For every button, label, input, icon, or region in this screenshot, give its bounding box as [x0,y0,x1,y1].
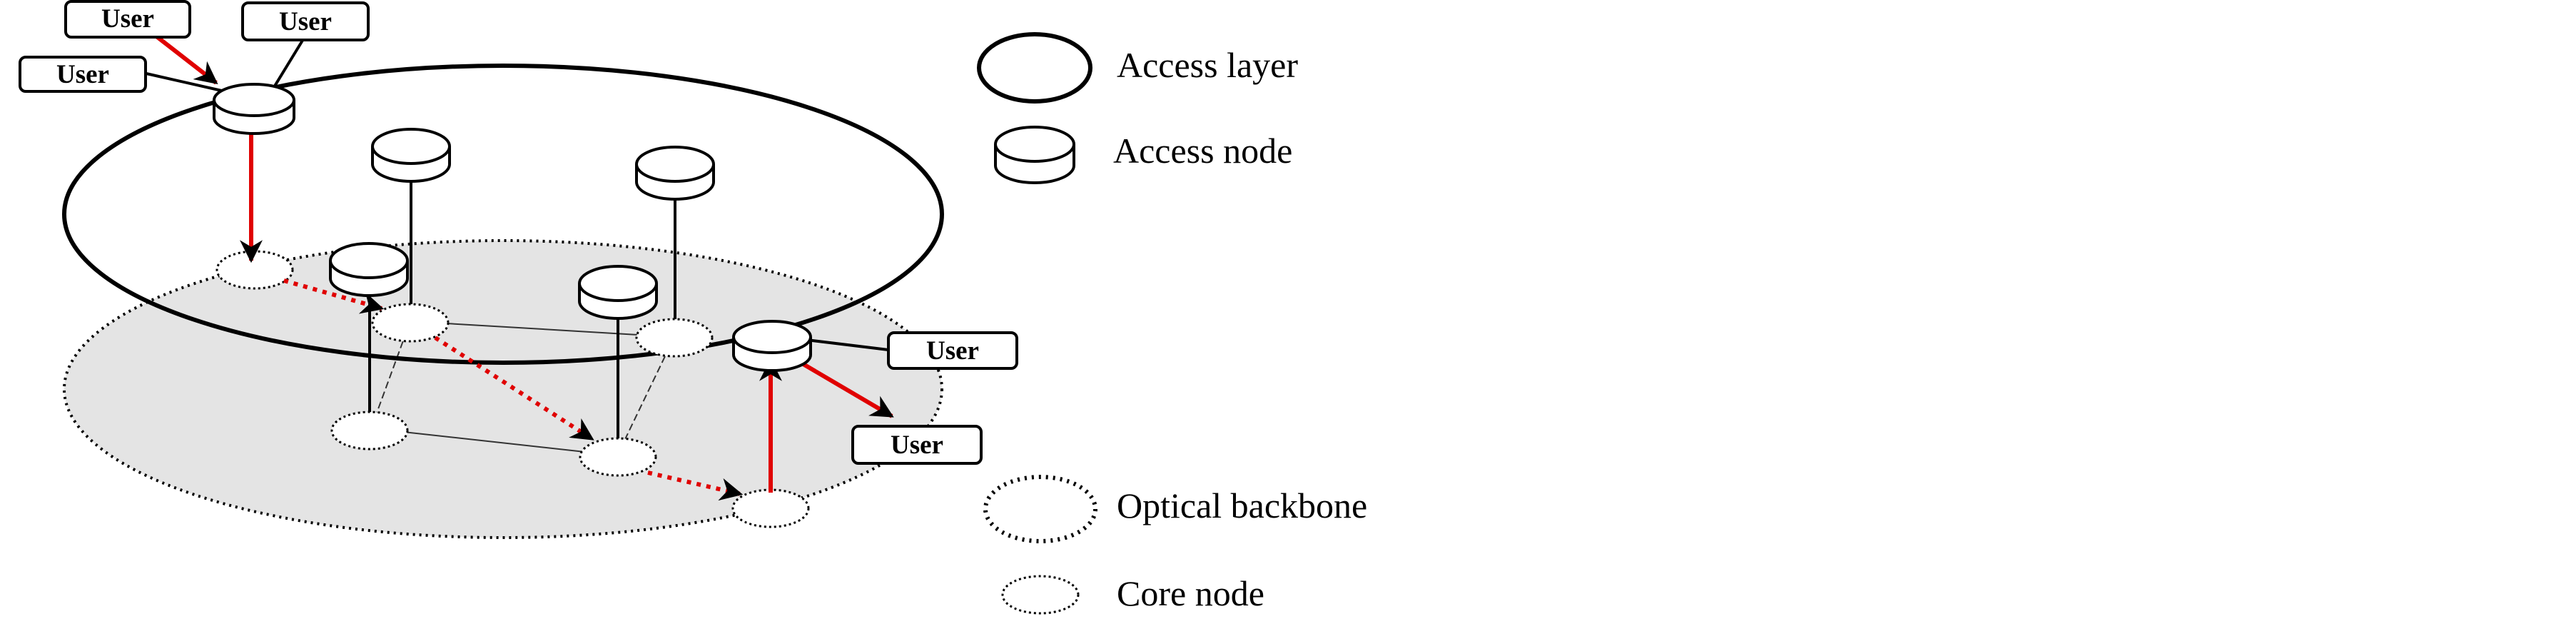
user-box-top-left: User [64,0,191,39]
access-node [732,320,812,372]
access-node [329,242,409,297]
user-label: User [279,7,332,36]
legend-core-node-label: Core node [1117,573,1264,613]
legend-item-core-node: Core node [1001,573,1264,615]
core-node [215,250,294,290]
access-node [635,146,715,201]
legend-item-access-layer: Access layer [977,32,1298,104]
core-node [371,303,450,343]
user-box-bottom-right: User [851,425,983,465]
legend-optical-backbone-label: Optical backbone [1117,485,1367,525]
core-node [579,437,657,477]
user-label: User [56,60,109,89]
user-label: User [101,4,154,34]
legend-access-node-label: Access node [1113,131,1292,171]
legend: Access layer Access node Optical backbon… [977,32,1367,615]
backbone-path [283,278,744,501]
legend-item-optical-backbone: Optical backbone [983,475,1367,543]
access-path [154,34,894,493]
core-node [731,488,810,528]
access-node [578,265,658,320]
optical-backbone-plane [63,239,943,539]
user-box-left: User [19,56,147,93]
user-label: User [926,336,979,366]
legend-access-layer-label: Access layer [1117,45,1298,85]
core-node [330,411,409,451]
core-node [635,318,714,358]
legend-item-access-node: Access node [994,126,1292,184]
user-box-right: User [887,331,1018,370]
access-nodes [213,83,812,372]
legend-access-node-symbol [994,126,1075,184]
access-layer-ring [62,64,944,365]
access-node [213,83,295,135]
legend-core-node-symbol [1001,575,1080,615]
legend-optical-backbone-symbol [983,475,1097,543]
user-box-top-right: User [241,1,370,41]
legend-access-layer-symbol [977,32,1092,104]
user-label: User [891,431,943,460]
access-node [371,128,451,183]
